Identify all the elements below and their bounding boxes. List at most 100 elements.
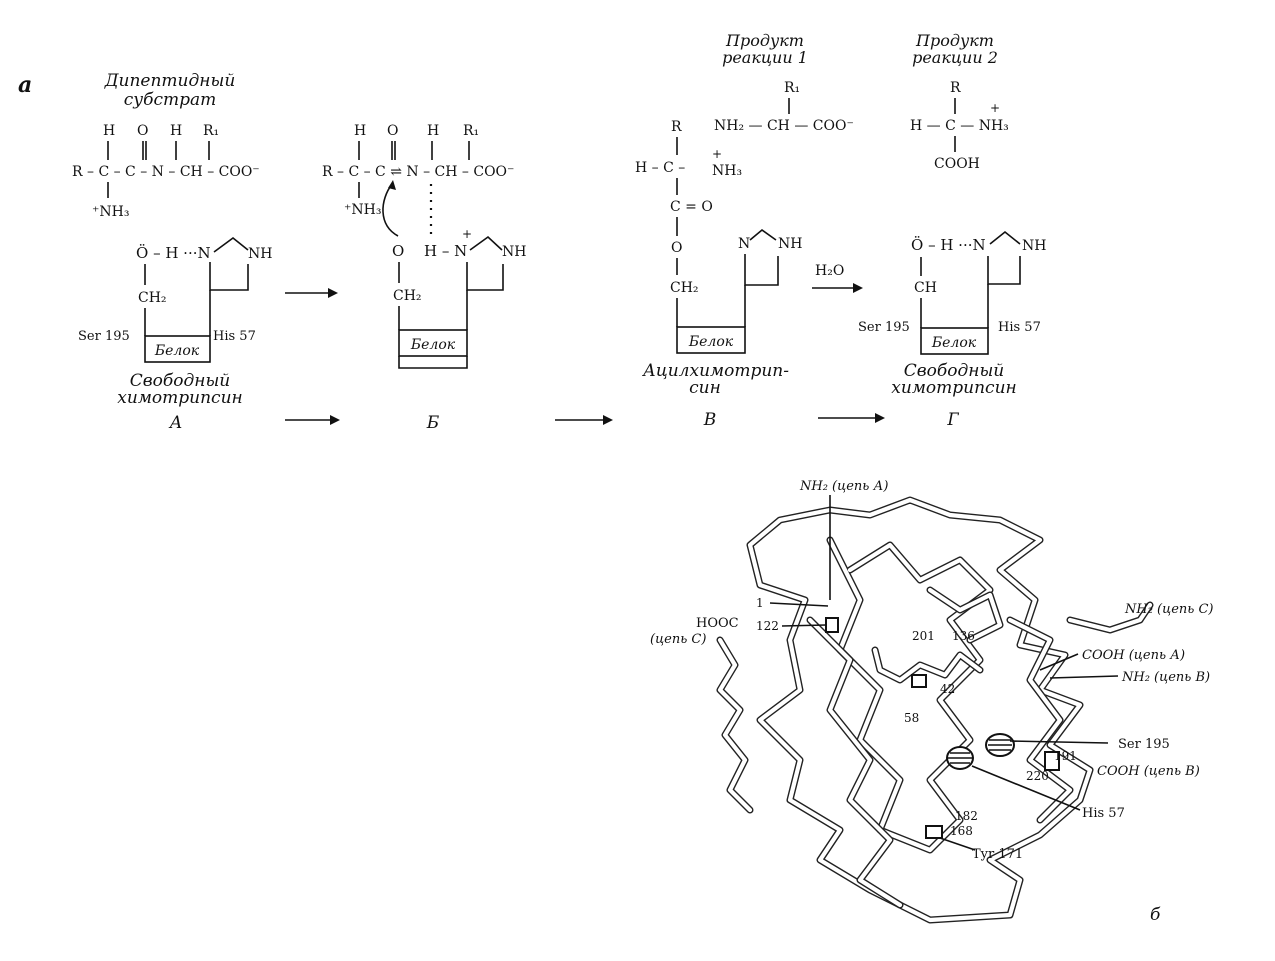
panel-b-chymotrypsin-ribbon: NH₂ (цепь А) NH₂ (цепь С) HOOC (цепь С) … bbox=[650, 479, 1214, 925]
product2-title-line2: реакции 2 bbox=[912, 48, 998, 67]
stage-g-caption-line2: химотрипсин bbox=[891, 378, 1016, 398]
stage-v-nh: NH bbox=[778, 236, 802, 252]
ribbon-labels: NH₂ (цепь А) NH₂ (цепь С) HOOC (цепь С) … bbox=[650, 479, 1214, 862]
label-residue-220: 220 bbox=[1026, 769, 1049, 783]
substrate-h1: H bbox=[103, 123, 115, 139]
stage-b-protein-label: Белок bbox=[410, 337, 456, 353]
reaction-arrows bbox=[285, 283, 885, 425]
stage-a-ser-his-bond: Ö – H ···N bbox=[136, 244, 211, 262]
panel-b-label: б bbox=[1150, 905, 1161, 925]
stage-b-h-n: H – N bbox=[424, 242, 467, 260]
panel-a: а Дипептидный субстрат H O H R₁ R – C – … bbox=[18, 31, 1046, 433]
backbone-ribbon bbox=[716, 496, 1154, 924]
stage-a-caption-line2: химотрипсин bbox=[117, 388, 242, 408]
label-residue-42: 42 bbox=[940, 682, 955, 696]
product1-r1: R₁ bbox=[784, 80, 800, 96]
label-cooh-chain-a: COOH (цепь А) bbox=[1082, 648, 1185, 663]
substrate-nh3: ⁺NH₃ bbox=[92, 204, 129, 220]
label-tyr171: Tyr 171 bbox=[972, 847, 1023, 862]
product2-cooh: COOH bbox=[934, 156, 980, 172]
product2-formula: H — C — NH₃ bbox=[910, 118, 1009, 134]
stage-a-nh: NH bbox=[248, 246, 272, 262]
stage-v-protein-box bbox=[676, 326, 746, 354]
label-nh2-chain-a: NH₂ (цепь А) bbox=[799, 479, 888, 494]
product1-structure: R₁ NH₂ — CH — COO⁻ bbox=[714, 80, 854, 134]
stage-g-protein-label: Белок bbox=[931, 335, 977, 351]
active-site-residues bbox=[825, 617, 1060, 839]
label-cooh-chain-b: COOH (цепь В) bbox=[1097, 764, 1200, 779]
label-residue-122: 122 bbox=[756, 619, 779, 633]
dipeptide-substrate: H O H R₁ R – C – C – N – CH – COO⁻ ⁺NH₃ bbox=[72, 123, 260, 220]
label-hooc: HOOC bbox=[696, 616, 739, 631]
stage-b-protein-box bbox=[398, 329, 468, 357]
substrate-title-line1: Дипептидный bbox=[104, 71, 236, 91]
stage-v-protein-label: Белок bbox=[688, 334, 734, 350]
stage-g-free-chymotrypsin: Ö – H ···N NH CH Белок Ser 195 His 57 Св… bbox=[858, 230, 1046, 430]
stage-g-nh: NH bbox=[1022, 238, 1046, 254]
stage-v-r: R bbox=[671, 119, 682, 135]
disulfide-42-58 bbox=[911, 674, 927, 688]
stage-a-ch2: CH₂ bbox=[138, 290, 167, 306]
stage-v-plus: + bbox=[712, 147, 722, 161]
stage-a-his57: His 57 bbox=[213, 329, 256, 344]
stage-b-nh: NH bbox=[502, 244, 526, 260]
label-nh2-chain-c: NH₂ (цепь С) bbox=[1124, 602, 1214, 617]
stage-a-protein-box bbox=[144, 335, 211, 363]
stage-g-ser195: Ser 195 bbox=[858, 320, 910, 335]
stage-b-intermediate: H O H R₁ R – C – C ⇌ N – CH – COO⁻ ⁺NH₃ … bbox=[322, 123, 526, 433]
label-residue-1: 1 bbox=[756, 596, 764, 610]
stage-v-carbonyl: C = O bbox=[670, 199, 713, 215]
stage-v-ch2: CH₂ bbox=[670, 280, 699, 296]
product1-title-line1: Продукт bbox=[725, 31, 804, 50]
stage-b-h1: H bbox=[354, 123, 366, 139]
stage-g-protein-box bbox=[920, 327, 989, 355]
stage-v-nh3: NH₃ bbox=[712, 163, 742, 179]
stage-b-r1: R₁ bbox=[463, 123, 479, 139]
stage-v-h-c: H – C – bbox=[635, 160, 685, 176]
stage-v-n: N bbox=[738, 236, 750, 252]
label-residue-191: 191 bbox=[1054, 749, 1077, 763]
stage-b-h2: H bbox=[427, 123, 439, 139]
stage-v-o: O bbox=[671, 240, 682, 256]
stage-a-free-chymotrypsin: Ö – H ···N NH CH₂ Белок Ser 195 His 57 С… bbox=[78, 236, 272, 433]
substrate-r1: R₁ bbox=[203, 123, 219, 139]
product2-structure: R H — C — NH₃ + COOH bbox=[910, 80, 1009, 172]
stage-g-his57: His 57 bbox=[998, 320, 1041, 335]
label-residue-136: 136 bbox=[952, 629, 975, 643]
label-ser195: Ser 195 bbox=[1118, 737, 1170, 752]
product1-title-line2: реакции 1 bbox=[722, 48, 808, 67]
stage-b-chain: R – C – C ⇌ N – CH – COO⁻ bbox=[322, 164, 514, 180]
stage-b-plus: + bbox=[462, 227, 472, 241]
stage-a-ser195: Ser 195 bbox=[78, 329, 130, 344]
water-label: H₂O bbox=[815, 263, 844, 279]
stage-v-caption-line2: син bbox=[689, 378, 721, 398]
product2-title-line1: Продукт bbox=[915, 31, 994, 50]
substrate-title-line2: субстрат bbox=[124, 90, 217, 110]
stage-v-acyl-enzyme: R H – C – NH₃ + C = O O CH₂ N NH Белок А… bbox=[635, 119, 802, 430]
stage-b-nh3: ⁺NH₃ bbox=[344, 202, 381, 218]
product1-formula: NH₂ — CH — COO⁻ bbox=[714, 118, 854, 134]
stage-a-caption-line1: Свободный bbox=[130, 371, 231, 391]
stage-g-letter: Г bbox=[946, 410, 959, 430]
disulfide-168-182 bbox=[925, 825, 943, 839]
disulfide-191-220 bbox=[1044, 751, 1060, 771]
label-chain-c: (цепь С) bbox=[650, 632, 706, 647]
product2-r: R bbox=[950, 80, 961, 96]
stage-a-protein-label: Белок bbox=[154, 343, 200, 359]
stage-g-ser-his-bond: Ö – H ···N bbox=[911, 236, 986, 254]
leader-lines bbox=[769, 495, 1119, 851]
label-residue-168: 168 bbox=[950, 824, 973, 838]
stage-a-letter: А bbox=[169, 413, 183, 433]
stage-g-ch: CH bbox=[914, 280, 937, 296]
stage-g-caption-line1: Свободный bbox=[904, 361, 1005, 381]
product2-plus: + bbox=[990, 101, 1000, 115]
substrate-h2: H bbox=[170, 123, 182, 139]
disulfide-1-122 bbox=[825, 617, 839, 633]
label-residue-182: 182 bbox=[955, 809, 978, 823]
label-residue-201: 201 bbox=[912, 629, 935, 643]
stage-b-o-ser: O bbox=[392, 242, 404, 260]
label-residue-58: 58 bbox=[904, 711, 919, 725]
stage-b-letter: Б bbox=[426, 413, 440, 433]
substrate-o: O bbox=[137, 123, 148, 139]
